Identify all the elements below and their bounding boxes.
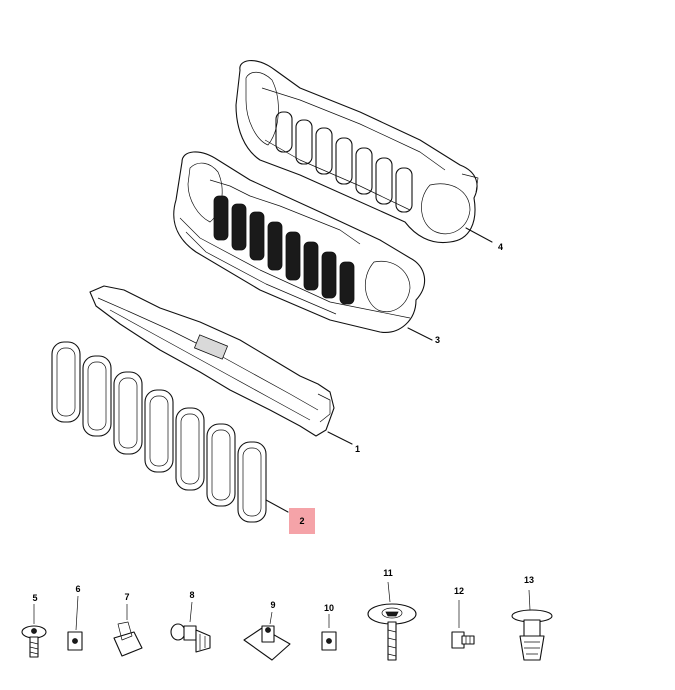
callout-7[interactable]: 7 — [124, 592, 129, 602]
part-3-inserts — [213, 195, 355, 305]
callout-2-highlight — [289, 508, 315, 534]
part-1-bracket[interactable] — [89, 285, 353, 445]
callout-2[interactable]: 2 — [299, 516, 304, 526]
part-4-slots — [275, 111, 413, 213]
part-12-bolt[interactable] — [451, 600, 475, 649]
part-9-bracket-clip[interactable] — [243, 611, 291, 661]
part-10-small-clip[interactable] — [321, 614, 337, 651]
part-5-screw[interactable] — [21, 604, 47, 658]
callout-13[interactable]: 13 — [524, 575, 534, 585]
part-4-grille-shell[interactable] — [235, 60, 493, 244]
part-13-push-fastener[interactable] — [511, 589, 553, 661]
part-11-flange-fastener[interactable] — [367, 581, 417, 661]
part-6-clip-nut[interactable] — [67, 595, 83, 651]
callout-5[interactable]: 5 — [32, 593, 37, 603]
callout-8[interactable]: 8 — [189, 590, 194, 600]
part-8-push-pin[interactable] — [170, 601, 211, 653]
callout-1[interactable]: 1 — [355, 444, 360, 454]
part-2-grille-bezels[interactable] — [51, 341, 289, 523]
part-7-u-nut[interactable] — [113, 604, 143, 657]
callout-11[interactable]: 11 — [383, 568, 393, 578]
callout-9[interactable]: 9 — [270, 600, 275, 610]
callout-6[interactable]: 6 — [75, 584, 80, 594]
callout-3[interactable]: 3 — [435, 335, 440, 345]
callout-10[interactable]: 10 — [324, 603, 334, 613]
part-3-grille-frame[interactable] — [173, 151, 433, 341]
callout-4[interactable]: 4 — [498, 242, 503, 252]
callout-12[interactable]: 12 — [454, 586, 464, 596]
